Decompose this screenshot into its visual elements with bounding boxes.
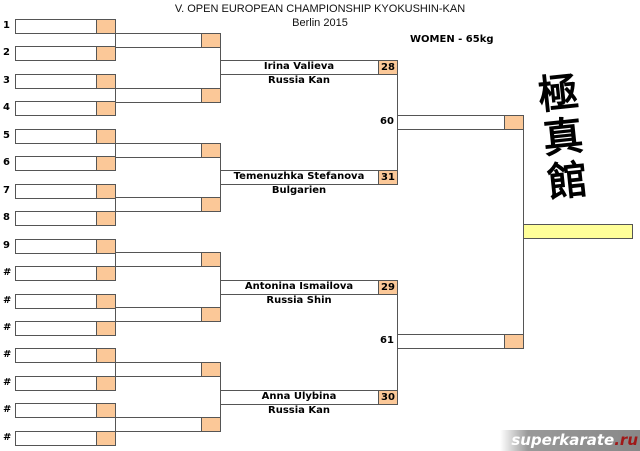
round1-slot xyxy=(15,403,116,419)
semifinalist-slot: 28 xyxy=(220,60,398,76)
round1-slot xyxy=(15,430,116,446)
score-box: 31 xyxy=(378,170,397,184)
score-box: 29 xyxy=(378,280,397,294)
seed-number: 4 xyxy=(3,102,10,114)
round1-slot xyxy=(15,183,116,199)
fighter-country: Russia Kan xyxy=(268,75,330,87)
score-box xyxy=(504,335,523,348)
round1-slot xyxy=(15,73,116,89)
score-box xyxy=(201,88,220,102)
score-box xyxy=(96,349,115,363)
round1-slot xyxy=(15,348,116,364)
score-box xyxy=(96,267,115,281)
score-box xyxy=(96,239,115,253)
round1-slot xyxy=(15,156,116,172)
seed-number: # xyxy=(3,431,12,443)
winner-slot xyxy=(523,224,633,239)
score-box xyxy=(96,376,115,390)
seed-number: 3 xyxy=(3,74,10,86)
seed-number: # xyxy=(3,376,12,388)
round2-slot xyxy=(115,252,221,268)
seed-number: 2 xyxy=(3,47,10,59)
round2-slot xyxy=(115,32,221,48)
seed-number: # xyxy=(3,404,12,416)
semifinalist-slot: 29 xyxy=(220,279,398,295)
round1-slot xyxy=(15,128,116,144)
score-box: 28 xyxy=(378,61,397,75)
score-box xyxy=(201,363,220,377)
seed-number: # xyxy=(3,267,12,279)
score-box: 30 xyxy=(378,390,397,404)
score-box xyxy=(96,404,115,418)
score-box xyxy=(96,431,115,445)
score-box xyxy=(96,102,115,116)
score-box xyxy=(96,47,115,61)
seed-number: 5 xyxy=(3,129,10,141)
round1-slot xyxy=(15,320,116,336)
round1-slot xyxy=(15,46,116,62)
score-box xyxy=(201,33,220,47)
round1-slot xyxy=(15,101,116,117)
score-box xyxy=(96,129,115,143)
seed-number: # xyxy=(3,349,12,361)
score-box xyxy=(201,198,220,212)
seed-number: 6 xyxy=(3,157,10,169)
seed-number: 8 xyxy=(3,212,10,224)
round2-slot xyxy=(115,197,221,213)
seed-number: # xyxy=(3,321,12,333)
fighter-name: Anna Ulybina xyxy=(261,390,337,402)
round2-slot xyxy=(115,417,221,433)
fighter-country: Russia Kan xyxy=(268,404,330,416)
seed-number: 1 xyxy=(3,20,10,31)
kyokushinkan-logo: 極真館 xyxy=(536,68,590,207)
score-box xyxy=(201,143,220,157)
score-box xyxy=(96,321,115,335)
match-number: 60 xyxy=(380,116,394,127)
round1-slot xyxy=(15,19,116,34)
round2-slot xyxy=(115,307,221,323)
semifinalist-slot: 30 xyxy=(220,389,398,405)
round1-slot xyxy=(15,293,116,309)
score-box xyxy=(96,74,115,88)
seed-number: # xyxy=(3,294,12,306)
round2-slot xyxy=(115,87,221,103)
round1-slot xyxy=(15,375,116,391)
score-box xyxy=(96,212,115,226)
round2-slot xyxy=(115,362,221,378)
seed-number: 9 xyxy=(3,239,10,251)
score-box xyxy=(96,184,115,198)
score-box xyxy=(96,20,115,33)
round1-slot xyxy=(15,211,116,227)
score-box xyxy=(201,253,220,267)
score-box xyxy=(504,116,523,129)
fighter-name: Temenuzhka Stefanova xyxy=(233,170,365,182)
round1-slot xyxy=(15,266,116,282)
score-box xyxy=(96,157,115,171)
watermark: superkarate.ru xyxy=(500,430,640,451)
fighter-name: Antonina Ismailova xyxy=(244,280,354,292)
championship-title: V. OPEN EUROPEAN CHAMPIONSHIP KYOKUSHIN-… xyxy=(174,3,466,15)
weight-category: WOMEN - 65kg xyxy=(410,34,494,45)
round2-slot xyxy=(115,142,221,158)
score-box xyxy=(201,418,220,432)
fighter-name: Irina Valieva xyxy=(263,61,335,73)
final-slot xyxy=(397,334,524,349)
round1-slot xyxy=(15,238,116,254)
match-number: 61 xyxy=(380,335,394,346)
fighter-country: Russia Shin xyxy=(266,294,332,306)
score-box xyxy=(201,308,220,322)
event-subtitle: Berlin 2015 xyxy=(292,17,348,29)
score-box xyxy=(96,294,115,308)
fighter-country: Bulgarien xyxy=(271,184,327,196)
final-slot xyxy=(397,115,524,130)
seed-number: 7 xyxy=(3,184,10,196)
